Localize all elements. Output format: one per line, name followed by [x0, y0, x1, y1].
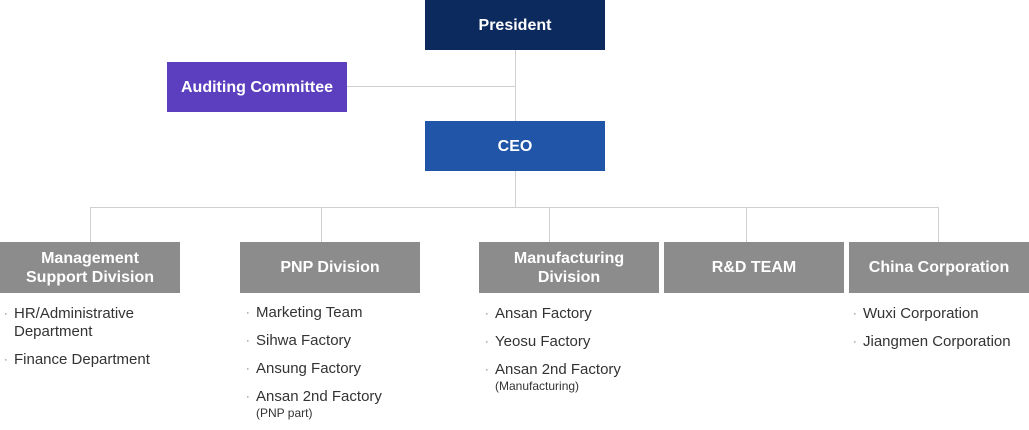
bullet-icon: ·: [853, 308, 857, 320]
bullet-icon: ·: [485, 336, 489, 348]
list-item: · Sihwa Factory: [242, 332, 422, 350]
connector-drop-manufacturing: [549, 207, 550, 242]
division-title-line: R&D TEAM: [711, 259, 797, 276]
division-title-line: Manufacturing: [513, 249, 625, 267]
list-item: · Wuxi Corporation: [849, 305, 1029, 323]
list-item-label: Ansung Factory: [256, 360, 362, 377]
division-management-support: Management Support Division: [0, 242, 180, 293]
list-item-label: Wuxi Corporation: [863, 305, 979, 322]
auditing-committee-label: Auditing Committee: [181, 78, 333, 96]
bullet-icon: ·: [853, 336, 857, 348]
connector-drop-rnd: [746, 207, 747, 242]
list-item-label: Sihwa Factory: [256, 332, 352, 349]
list-item-label: HR/Administrative: [14, 305, 135, 322]
bullet-icon: ·: [4, 308, 8, 320]
division-title-line: PNP Division: [280, 259, 380, 276]
list-item: · HR/Administrative Department: [0, 305, 180, 341]
connector-ceo-down: [515, 171, 516, 208]
list-item-note: (Manufacturing): [495, 379, 580, 393]
list-item: · Finance Department: [0, 351, 180, 369]
list-item-label: Jiangmen Corporation: [863, 333, 1011, 350]
division-manufacturing: Manufacturing Division: [479, 242, 659, 293]
division-title-line: Support Division: [26, 268, 154, 286]
list-item: · Ansan 2nd Factory (PNP part): [242, 388, 422, 420]
list-item: · Ansan 2nd Factory (Manufacturing): [481, 361, 661, 393]
list-item: · Yeosu Factory: [481, 333, 661, 351]
connector-auditing: [347, 86, 515, 87]
list-item: · Marketing Team: [242, 304, 422, 322]
division-pnp: PNP Division: [240, 242, 420, 293]
bullet-icon: ·: [485, 308, 489, 320]
connector-drop-china: [938, 207, 939, 242]
china-corporation-list: · Wuxi Corporation · Jiangmen Corporatio…: [849, 305, 1029, 361]
bullet-icon: ·: [246, 363, 250, 375]
pnp-division-list: · Marketing Team · Sihwa Factory · Ansun…: [242, 304, 422, 430]
division-title-line: Management: [41, 249, 139, 267]
list-item: · Ansan Factory: [481, 305, 661, 323]
list-item: · Jiangmen Corporation: [849, 333, 1029, 351]
division-china-corporation: China Corporation: [849, 242, 1029, 293]
list-item-label: Ansan 2nd Factory: [256, 388, 382, 405]
ceo-box: CEO: [425, 121, 605, 171]
list-item-label: Yeosu Factory: [495, 333, 591, 350]
list-item-label: Department: [14, 323, 93, 340]
bullet-icon: ·: [246, 335, 250, 347]
manufacturing-division-list: · Ansan Factory · Yeosu Factory · Ansan …: [481, 305, 661, 403]
list-item: · Ansung Factory: [242, 360, 422, 378]
bullet-icon: ·: [246, 307, 250, 319]
list-item-label: Ansan 2nd Factory: [495, 361, 621, 378]
list-item-label: Finance Department: [14, 351, 150, 368]
division-title-line: Division: [537, 268, 601, 286]
connector-drop-pnp: [321, 207, 322, 242]
connector-president-ceo: [515, 50, 516, 121]
management-support-list: · HR/Administrative Department · Finance…: [0, 305, 180, 379]
list-item-label: Marketing Team: [256, 304, 363, 321]
bullet-icon: ·: [4, 354, 8, 366]
division-rnd-team: R&D TEAM: [664, 242, 844, 293]
list-item-label: Ansan Factory: [495, 305, 592, 322]
auditing-committee-box: Auditing Committee: [167, 62, 347, 112]
connector-drop-management: [90, 207, 91, 242]
bullet-icon: ·: [485, 364, 489, 376]
president-box: President: [425, 0, 605, 50]
connector-horizontal-bus: [90, 207, 939, 208]
bullet-icon: ·: [246, 391, 250, 403]
list-item-note: (PNP part): [256, 406, 313, 420]
ceo-label: CEO: [497, 137, 533, 155]
division-title-line: China Corporation: [868, 259, 1010, 276]
president-label: President: [478, 16, 552, 34]
